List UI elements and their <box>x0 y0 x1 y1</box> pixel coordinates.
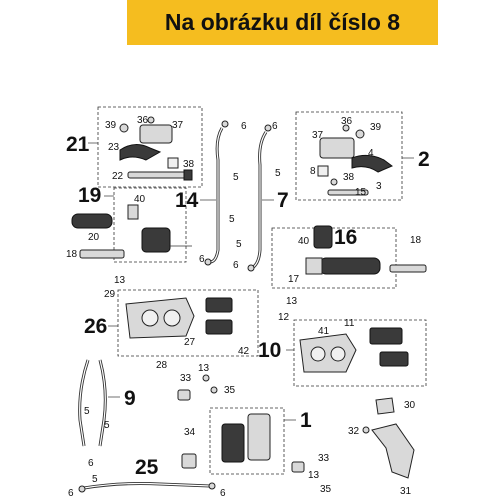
label-14: 14 <box>175 189 199 212</box>
svg-text:22: 22 <box>112 171 124 182</box>
svg-text:42: 42 <box>238 346 250 357</box>
svg-text:5: 5 <box>92 474 98 485</box>
svg-text:38: 38 <box>183 159 195 170</box>
svg-text:36: 36 <box>137 115 149 126</box>
svg-text:18: 18 <box>410 235 422 246</box>
svg-text:6: 6 <box>68 488 74 499</box>
svg-text:3: 3 <box>376 181 382 192</box>
svg-text:36: 36 <box>341 116 353 127</box>
svg-text:20: 20 <box>88 232 100 243</box>
group-2-box <box>295 111 403 201</box>
grip-assembly-19 <box>71 204 192 259</box>
svg-text:5: 5 <box>236 239 242 250</box>
svg-text:6: 6 <box>88 458 94 469</box>
svg-text:6: 6 <box>272 121 278 132</box>
svg-text:39: 39 <box>105 120 117 131</box>
svg-text:13: 13 <box>114 275 126 286</box>
svg-text:39: 39 <box>370 122 382 133</box>
svg-text:41: 41 <box>318 326 330 337</box>
svg-text:15: 15 <box>355 187 367 198</box>
svg-text:17: 17 <box>288 274 300 285</box>
bracket-assembly <box>362 397 415 479</box>
banner-title: Na obrázku díl číslo 8 <box>127 0 438 45</box>
svg-text:23: 23 <box>108 142 120 153</box>
brake-hose-9 <box>78 359 107 447</box>
svg-text:4: 4 <box>368 148 374 159</box>
label-25: 25 <box>135 456 159 479</box>
label-9: 9 <box>124 387 136 410</box>
svg-text:5: 5 <box>233 172 239 183</box>
label-26: 26 <box>84 315 107 338</box>
svg-text:6: 6 <box>241 121 247 132</box>
svg-text:35: 35 <box>224 385 236 396</box>
svg-text:6: 6 <box>220 488 226 499</box>
svg-text:38: 38 <box>343 172 355 183</box>
svg-text:34: 34 <box>184 427 196 438</box>
group-16-box <box>271 227 397 289</box>
group-1-box <box>209 407 285 475</box>
svg-text:6: 6 <box>199 254 205 265</box>
group-10-box <box>293 319 427 387</box>
group-26-box <box>117 289 259 357</box>
svg-text:35: 35 <box>320 484 332 495</box>
svg-text:5: 5 <box>104 420 110 431</box>
svg-text:30: 30 <box>404 400 416 411</box>
svg-text:6: 6 <box>233 260 239 271</box>
svg-text:40: 40 <box>134 194 146 205</box>
svg-text:13: 13 <box>308 470 320 481</box>
svg-text:13: 13 <box>198 363 210 374</box>
svg-text:32: 32 <box>348 426 360 437</box>
svg-text:5: 5 <box>229 214 235 225</box>
group-21-box <box>97 106 203 188</box>
svg-text:12: 12 <box>278 312 290 323</box>
svg-text:31: 31 <box>400 486 412 497</box>
svg-text:29: 29 <box>104 289 116 300</box>
brake-caliper-10 <box>299 327 409 373</box>
label-19: 19 <box>78 184 101 207</box>
svg-text:5: 5 <box>275 168 281 179</box>
group-19-box <box>113 187 187 263</box>
fitting-parts <box>177 374 218 401</box>
svg-text:27: 27 <box>184 337 196 348</box>
svg-text:40: 40 <box>298 236 310 247</box>
svg-text:5: 5 <box>84 406 90 417</box>
svg-text:8: 8 <box>310 166 316 177</box>
svg-text:37: 37 <box>172 120 184 131</box>
brake-hose-7 <box>247 124 272 272</box>
brake-hose-14 <box>204 120 229 266</box>
label-7: 7 <box>277 189 289 212</box>
svg-text:28: 28 <box>156 360 168 371</box>
label-16: 16 <box>334 226 357 249</box>
label-1: 1 <box>300 409 312 432</box>
label-2: 2 <box>418 148 430 171</box>
svg-text:18: 18 <box>66 249 78 260</box>
grip-assembly-16 <box>305 225 427 275</box>
master-cylinder-1 <box>181 413 305 473</box>
lever-assembly-21 <box>119 116 193 181</box>
brake-caliper-26 <box>125 297 233 339</box>
label-10: 10 <box>258 339 281 362</box>
label-21: 21 <box>66 133 90 156</box>
svg-text:13: 13 <box>286 296 298 307</box>
lever-assembly-2 <box>317 124 393 196</box>
svg-text:11: 11 <box>344 318 355 329</box>
svg-text:33: 33 <box>318 453 330 464</box>
svg-text:37: 37 <box>312 130 324 141</box>
svg-text:33: 33 <box>180 373 192 384</box>
brake-hose-25 <box>78 482 216 493</box>
